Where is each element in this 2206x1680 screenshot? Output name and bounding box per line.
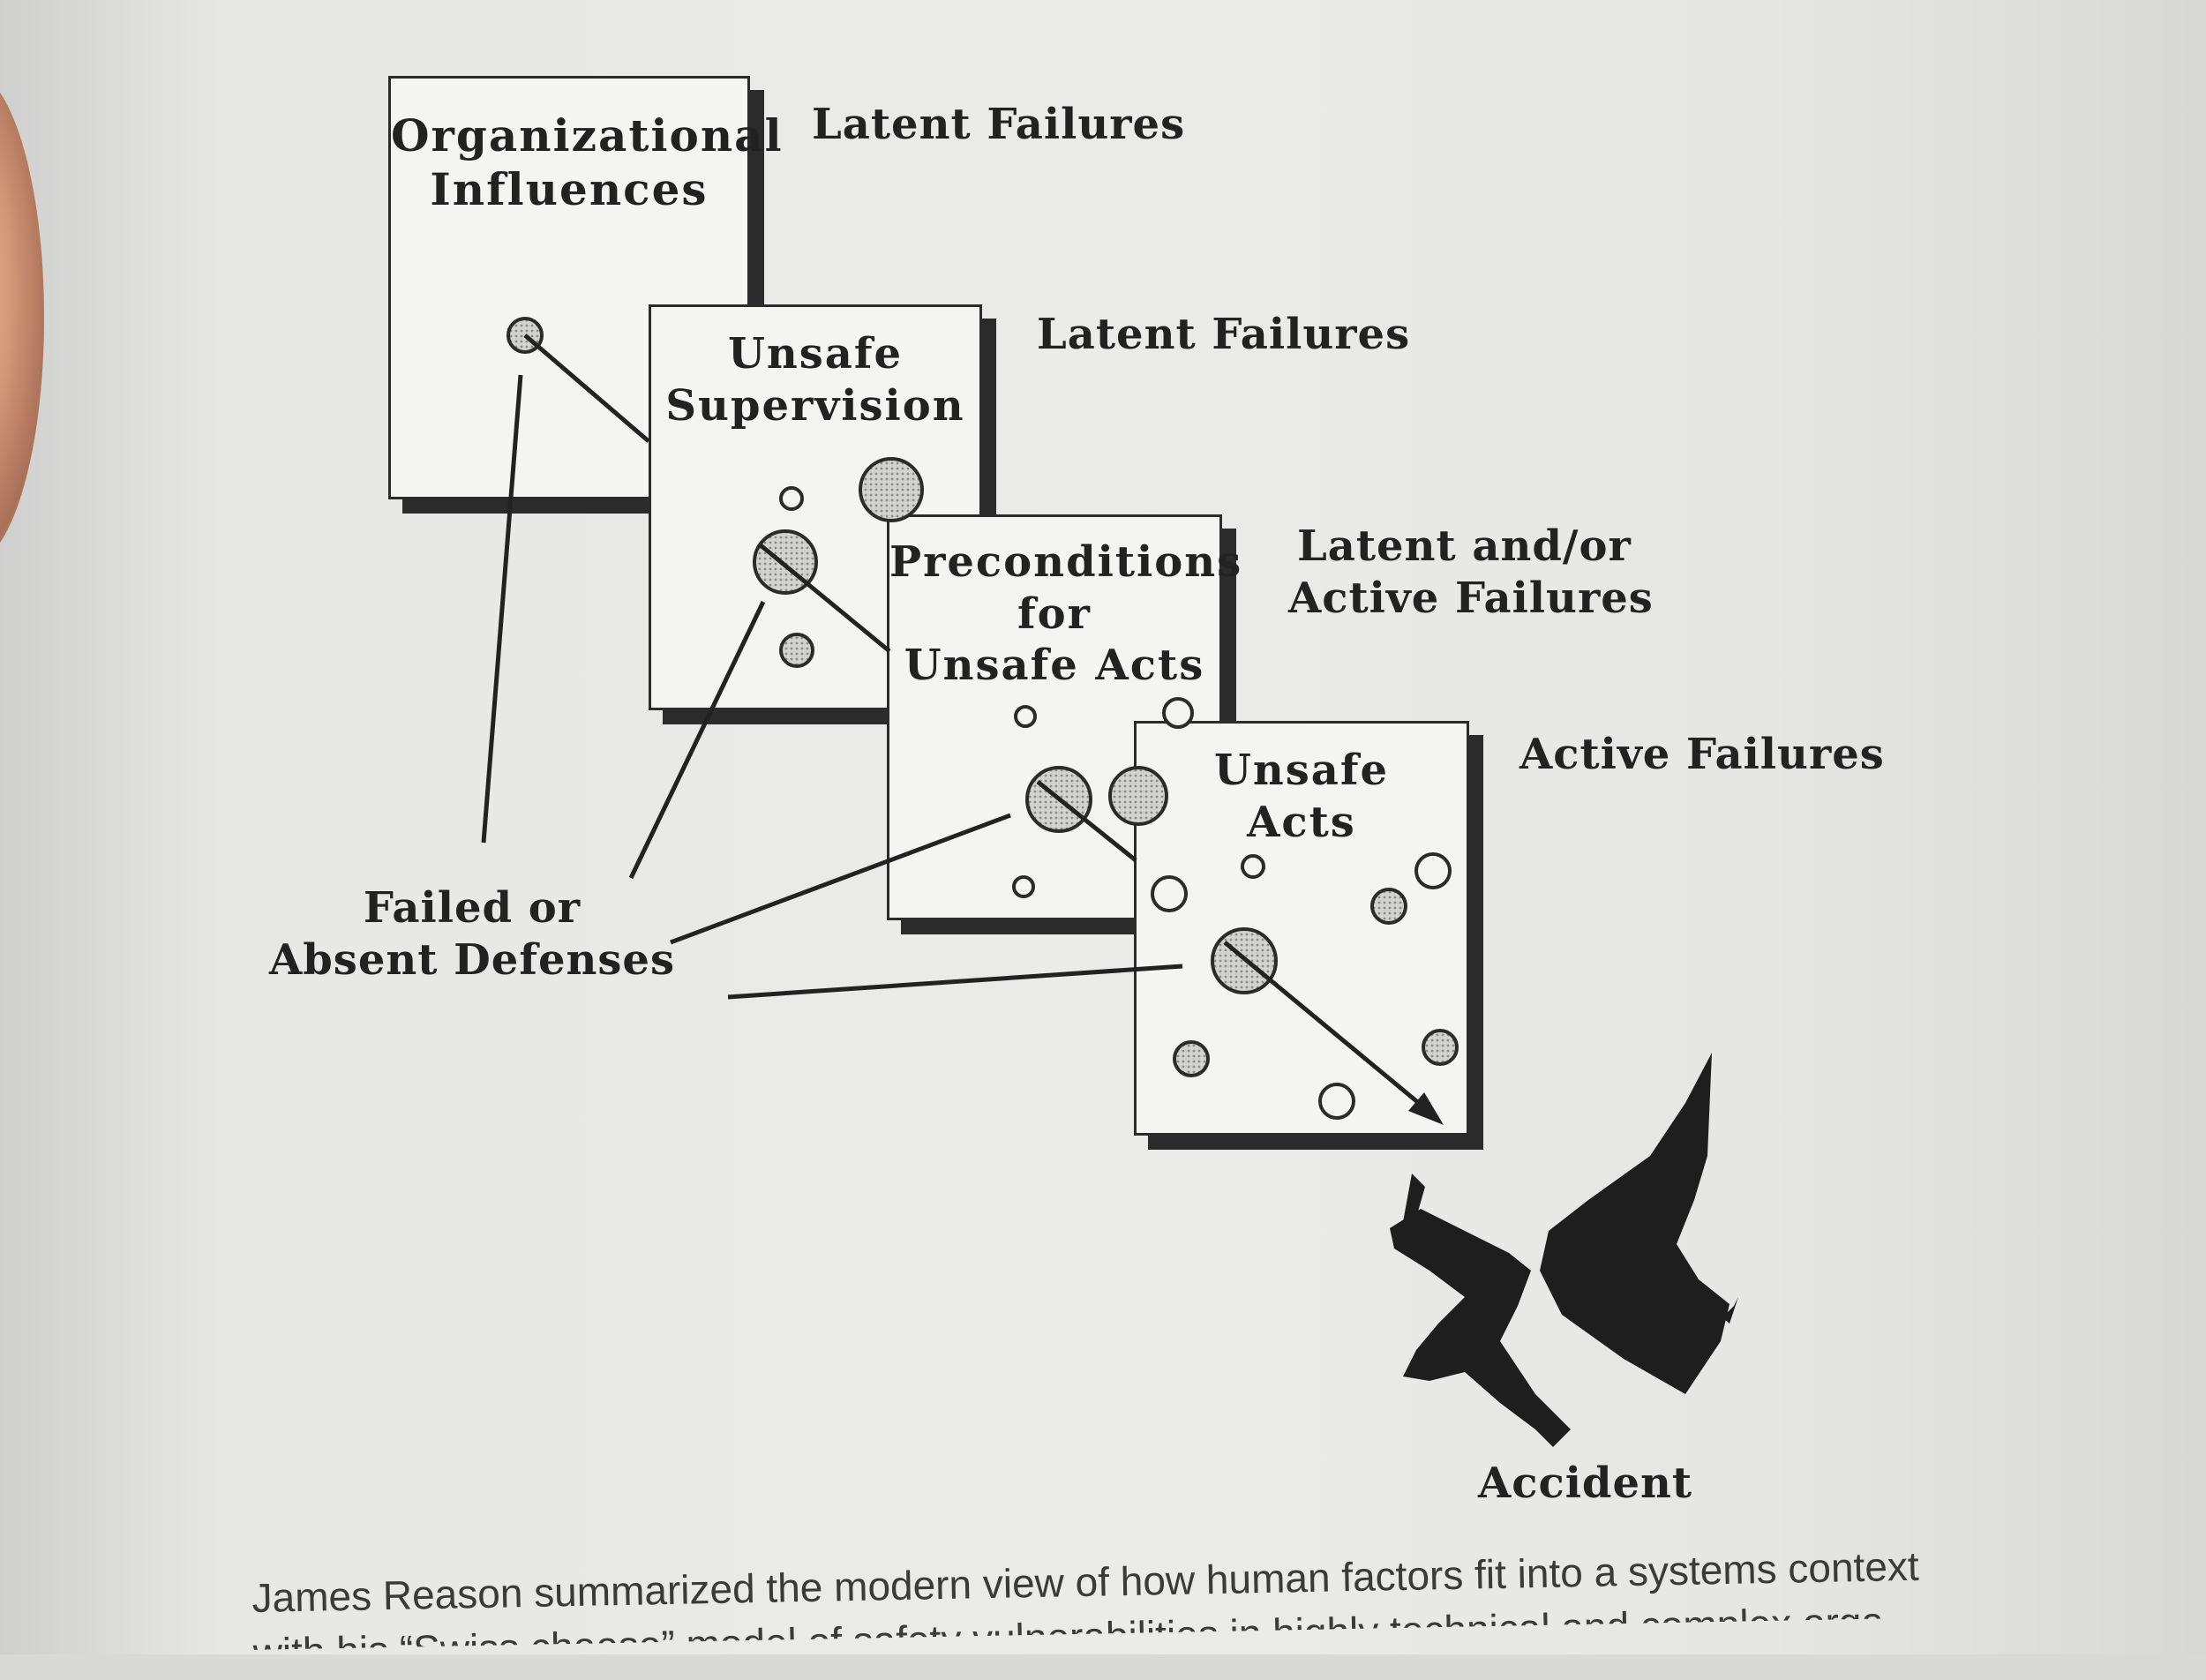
failure-label-latent-2: Latent Failures <box>1037 310 1411 359</box>
hole <box>1162 697 1194 729</box>
hole <box>1241 854 1265 879</box>
defense-pointer-line <box>628 600 766 880</box>
trajectory-line <box>1036 780 1137 862</box>
defense-pointer-line <box>727 964 1183 1000</box>
hole <box>1012 875 1035 898</box>
layer-unsafe-supervision: Unsafe Supervision <box>649 304 982 710</box>
layer-title-line: Preconditions <box>889 537 1243 587</box>
trajectory-arrow-line <box>1223 941 1427 1110</box>
failure-label-latent-1: Latent Failures <box>812 100 1186 149</box>
hole <box>1014 705 1037 728</box>
hole <box>1108 766 1168 826</box>
hole <box>1414 852 1452 889</box>
layer-title-line: Unsafe <box>727 329 904 379</box>
hole <box>1151 875 1188 912</box>
hole <box>779 486 804 511</box>
layer-title-line: Supervision <box>665 380 965 431</box>
failure-label-active: Active Failures <box>1519 730 1885 779</box>
broken-jet-icon <box>1390 1053 1738 1447</box>
hole <box>1422 1029 1459 1066</box>
layer-title-line: Acts <box>1247 797 1356 847</box>
trajectory-line <box>523 334 650 443</box>
hole <box>1173 1040 1210 1077</box>
layer-title-line: Unsafe <box>1213 746 1390 795</box>
hole <box>1318 1083 1355 1120</box>
failure-label-latent-active: Latent and/or Active Failures <box>1288 521 1654 623</box>
defenses-label: Failed or Absent Defenses <box>269 883 675 985</box>
defense-pointer-line <box>481 374 523 844</box>
layer-title-line: for <box>1017 589 1092 639</box>
hole <box>779 633 814 668</box>
layer-title-line: Unsafe Acts <box>904 641 1205 691</box>
layer-title-line: Influences <box>430 163 709 215</box>
defense-pointer-line <box>670 813 1011 945</box>
layer-title-line: Organizational <box>391 109 784 161</box>
accident-label: Accident <box>1478 1459 1693 1508</box>
trajectory-arrowhead <box>1408 1092 1444 1125</box>
hole <box>859 457 924 522</box>
trajectory-line <box>759 544 891 653</box>
hole <box>1370 888 1407 925</box>
